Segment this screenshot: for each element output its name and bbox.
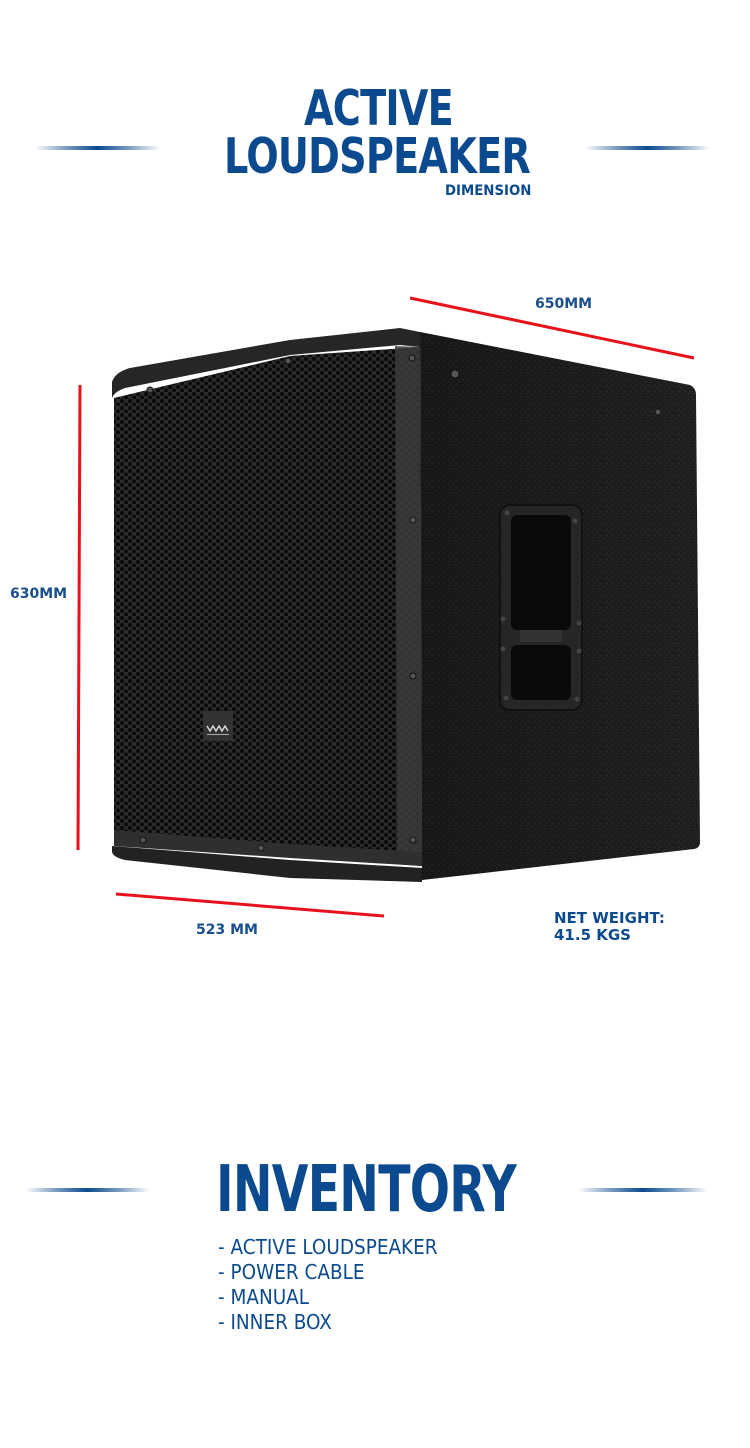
depth-dimension-line xyxy=(409,296,695,360)
speaker-bottom-rim xyxy=(112,846,422,882)
page-title-line1: ACTIVE xyxy=(304,80,454,137)
depth-label: 650MM xyxy=(535,296,593,312)
header-right-divider xyxy=(585,146,710,150)
inventory-item: - MANUAL xyxy=(218,1285,310,1309)
speaker-image xyxy=(76,296,700,918)
inventory-left-divider xyxy=(25,1188,150,1192)
net-weight-value: 41.5 KGS xyxy=(554,926,631,944)
height-dimension-line xyxy=(76,384,82,851)
net-weight-label: NET WEIGHT: xyxy=(554,909,665,927)
inventory-item: - POWER CABLE xyxy=(218,1260,365,1284)
inventory-right-divider xyxy=(578,1188,708,1192)
speaker-top-rim xyxy=(112,328,420,398)
header-left-divider xyxy=(35,146,160,150)
speaker-handle-icon xyxy=(499,504,583,711)
height-label: 630MM xyxy=(10,586,68,602)
page-subtitle: DIMENSION xyxy=(445,183,532,199)
width-label: 523 MM xyxy=(196,922,258,938)
brand-logo-icon xyxy=(203,711,233,741)
inventory-item: - INNER BOX xyxy=(218,1310,332,1334)
inventory-item: - ACTIVE LOUDSPEAKER xyxy=(218,1235,438,1259)
net-weight: NET WEIGHT: 41.5 KGS xyxy=(554,910,665,944)
page-title-line2: LOUDSPEAKER xyxy=(224,128,531,185)
width-dimension-line xyxy=(115,892,385,918)
speaker-front-grille xyxy=(114,347,422,866)
inventory-list: - ACTIVE LOUDSPEAKER - POWER CABLE - MAN… xyxy=(218,1235,457,1335)
inventory-title: INVENTORY xyxy=(216,1153,517,1227)
